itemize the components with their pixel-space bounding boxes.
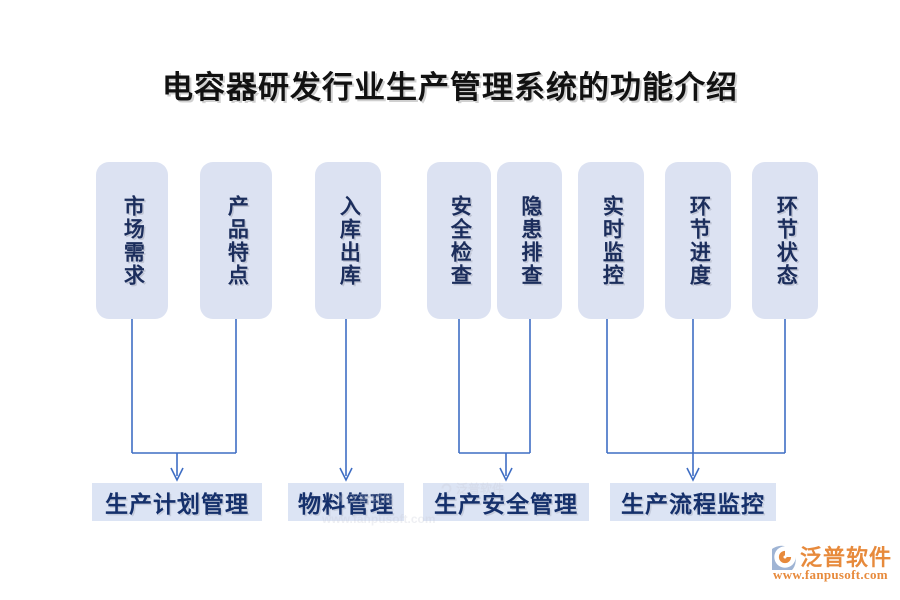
page-title: 电容器研发行业生产管理系统的功能介绍 bbox=[162, 70, 738, 105]
node-production-plan-management[interactable]: 生产计划管理 bbox=[92, 483, 262, 521]
node-label: 产品特点 bbox=[225, 194, 249, 287]
node-realtime-monitoring[interactable]: 实时监控 bbox=[578, 162, 644, 319]
fanpu-logo-icon bbox=[766, 544, 798, 575]
node-step-progress[interactable]: 环节进度 bbox=[665, 162, 731, 319]
node-production-process-monitoring[interactable]: 生产流程监控 bbox=[610, 483, 776, 521]
node-product-feature[interactable]: 产品特点 bbox=[200, 162, 272, 319]
node-label: 隐患排查 bbox=[518, 194, 542, 287]
arrowhead-production-safety bbox=[499, 467, 513, 482]
node-production-safety-management[interactable]: 生产安全管理 bbox=[423, 483, 589, 521]
node-label: 实时监控 bbox=[600, 194, 624, 287]
logo-url: www.fanpusoft.com bbox=[773, 567, 888, 582]
node-label: 环节进度 bbox=[687, 194, 711, 287]
node-label: 物料管理 bbox=[298, 491, 394, 517]
node-label: 环节状态 bbox=[774, 194, 798, 287]
node-label: 市场需求 bbox=[121, 194, 145, 287]
node-label: 生产安全管理 bbox=[434, 491, 578, 517]
node-label: 生产计划管理 bbox=[105, 491, 249, 517]
node-inbound-outbound[interactable]: 入库出库 bbox=[315, 162, 381, 319]
node-label: 生产流程监控 bbox=[621, 491, 765, 517]
arrowhead-material bbox=[339, 467, 353, 482]
logo-name: 泛普软件 bbox=[800, 545, 893, 570]
node-label: 入库出库 bbox=[337, 194, 361, 287]
node-hazard-investigation[interactable]: 隐患排查 bbox=[497, 162, 562, 319]
node-step-status[interactable]: 环节状态 bbox=[752, 162, 818, 319]
node-label: 安全检查 bbox=[448, 194, 472, 287]
arrowhead-process-monitoring bbox=[686, 467, 700, 482]
arrowhead-production-plan bbox=[170, 467, 184, 482]
node-safety-inspection[interactable]: 安全检查 bbox=[427, 162, 491, 319]
node-material-management[interactable]: 物料管理 bbox=[288, 483, 404, 521]
brand-logo: 泛普软件 www.fanpusoft.com bbox=[766, 540, 893, 588]
node-market-demand[interactable]: 市场需求 bbox=[96, 162, 168, 319]
